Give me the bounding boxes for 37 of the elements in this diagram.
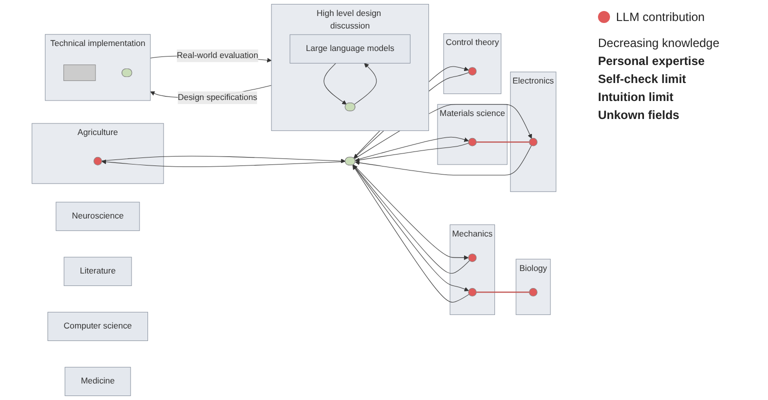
cluster: Electronics [510,72,556,192]
cluster: Technical implementation [44,34,151,101]
arrow [355,145,532,176]
cluster: Agriculture [32,123,164,184]
edge-label: Design specifications [178,92,258,102]
edge-label: Real-world evaluation [176,51,258,60]
cluster: Materials science [437,104,508,165]
node-box: Neuroscience [56,202,140,231]
node-box: Large language models [290,34,410,64]
axis-label: Decreasing knowledge [598,36,720,50]
node-circle [468,67,477,76]
arrow [354,136,469,160]
legend-label: LLM contribution [616,10,705,24]
node-box: Literature [64,256,132,286]
node-circle [528,288,538,296]
zone-label: Unkown fields [598,108,680,122]
node-circle [528,138,538,146]
zone-label: Personal expertise [598,54,706,68]
arrow [324,62,347,105]
arrow [101,156,346,164]
cluster: Control theory [443,33,502,94]
cluster: Mechanics [450,224,495,315]
zone-label: Intuition limit [598,90,674,104]
connector [476,142,530,143]
node-circle [468,254,477,262]
arrow [102,160,346,168]
node-box: Computer science [48,312,148,341]
node-box: Medicine [64,366,131,396]
cluster: Biology [516,258,551,315]
arrow [354,63,377,105]
node-circle [94,156,102,166]
node-circle [468,138,477,146]
node-circle [468,288,477,296]
connector [476,292,530,293]
node-box [63,64,96,81]
arrow [355,142,469,162]
zone-label: Self-check limit [598,72,688,86]
